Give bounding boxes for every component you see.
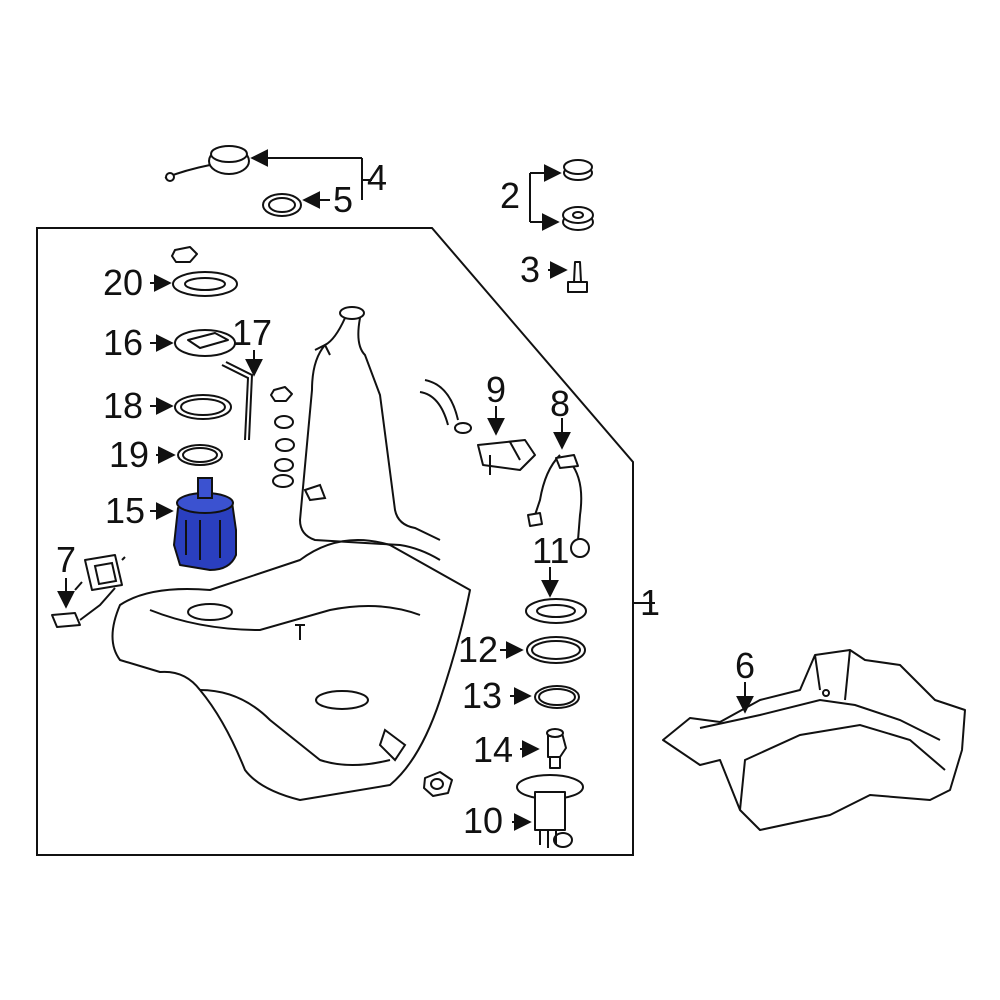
drain-nut: [423, 771, 453, 797]
callout-10: 10: [463, 800, 503, 841]
pump-module-10: [516, 774, 584, 848]
callout-6: 6: [735, 645, 755, 686]
vapor-sensor-9: [477, 439, 536, 475]
oring-19: [177, 444, 223, 466]
retainer-ring-20: [172, 271, 238, 297]
pressure-regulator-14: [546, 728, 567, 769]
hose-9: [419, 379, 472, 434]
callout-18: 18: [103, 385, 143, 426]
callout-13: 13: [462, 675, 502, 716]
wiring-harness-8: [527, 454, 590, 558]
callout-2: 2: [500, 175, 520, 216]
callout-7: 7: [56, 539, 76, 580]
bushing-parts: [562, 159, 594, 231]
callout-9: 9: [486, 369, 506, 410]
fuel-tank: [111, 539, 471, 801]
callout-3: 3: [520, 249, 540, 290]
bolt-part: [567, 261, 588, 293]
hardware-stack: [270, 386, 295, 488]
callout-4-bracket: [361, 158, 372, 200]
filler-neck: [298, 306, 441, 561]
callout-1: 1: [640, 582, 660, 623]
gasket-18: [174, 394, 232, 420]
lock-ring-11: [525, 598, 587, 624]
gasket-12: [526, 636, 586, 664]
callout-16: 16: [103, 322, 143, 363]
callout-14: 14: [473, 729, 513, 770]
callout-19: 19: [109, 434, 149, 475]
fuel-pump-assembly-highlighted[interactable]: [173, 477, 237, 571]
nut-part-top: [171, 246, 198, 263]
callout-12: 12: [458, 629, 498, 670]
heat-shield-6: [662, 649, 966, 831]
assembly-frame: [36, 227, 634, 856]
callout-15[interactable]: 15: [105, 490, 145, 531]
fuel-cap: [164, 145, 250, 182]
callout-20: 20: [103, 262, 143, 303]
cover-plate-16: [174, 329, 236, 357]
callout-17: 17: [232, 312, 272, 353]
oring-13: [534, 685, 580, 709]
callout-11: 11: [532, 530, 569, 571]
sender-unit-7: [51, 554, 126, 628]
callout-4: 4: [367, 157, 387, 198]
callout-5: 5: [333, 179, 353, 220]
callout-8: 8: [550, 383, 570, 424]
